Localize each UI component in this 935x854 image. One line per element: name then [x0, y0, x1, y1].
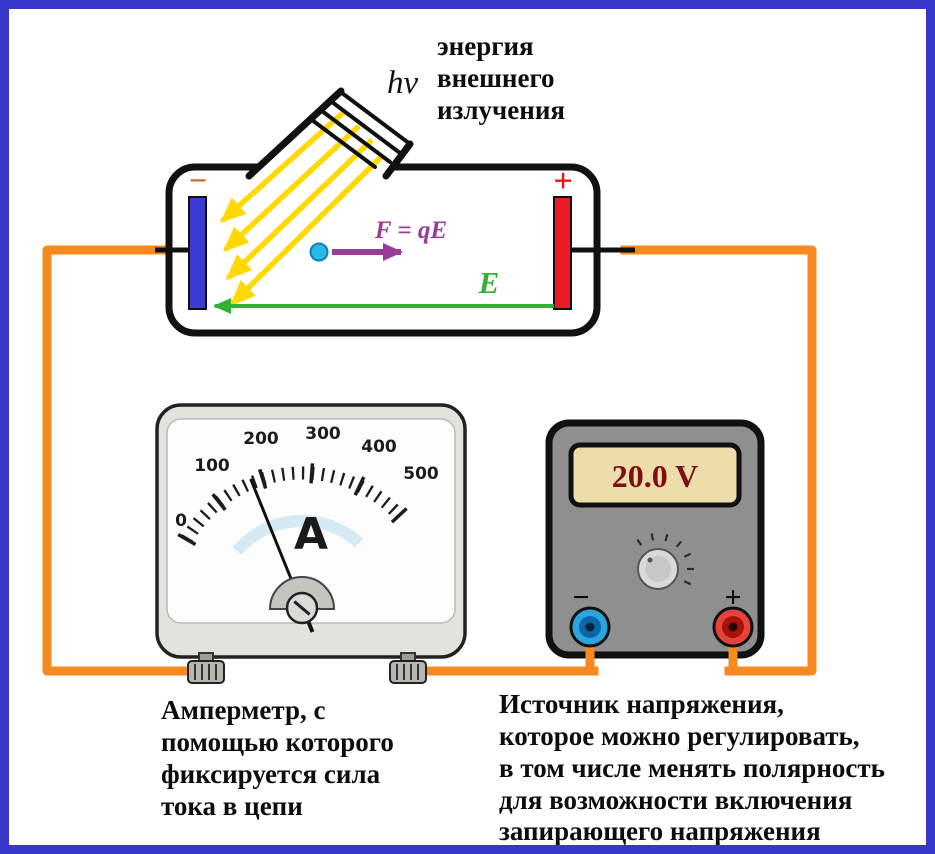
force-label: F = qE [374, 217, 447, 244]
source-terminal-plus [712, 606, 754, 648]
source-knob-inner [645, 556, 671, 582]
chimney-right-edge [382, 140, 414, 180]
chimney-left-edge [245, 87, 345, 180]
voltage-source-caption: Источник напряжения, которое можно регул… [499, 689, 885, 847]
ammeter-scale-major-ticks [177, 463, 408, 547]
ammeter-terminal-right [389, 652, 427, 684]
radiation-arrow [225, 138, 374, 281]
wire-middle [403, 654, 599, 676]
source-display-value: 20.0 V [612, 458, 699, 494]
source-knob-indicator [647, 557, 653, 563]
source-plus-label: + [724, 581, 741, 614]
cathode-sign: − [189, 162, 207, 198]
anode-sign: + [553, 163, 572, 200]
ammeter-scale-label-400: 400 [361, 437, 397, 457]
hv-label: hν [387, 65, 419, 101]
source-terminal-minus [569, 606, 611, 648]
radiation-arrow [222, 123, 361, 253]
chimney-hatch-lines [310, 91, 412, 169]
radiation-arrow [229, 153, 385, 307]
phototube: − + F = qE E [155, 87, 635, 337]
source-display [568, 442, 742, 508]
wire-left [42, 245, 214, 676]
cathode-plate [188, 196, 207, 310]
ammeter: 0 100 200 300 400 500 A [155, 403, 467, 684]
ammeter-scale-label-0: 0 [175, 511, 187, 531]
ammeter-caption: Амперметр, с помощью которого фиксируетс… [161, 695, 394, 821]
ammeter-terminal-left [187, 652, 225, 684]
field-label: E [478, 265, 500, 300]
source-knob-ticks [636, 533, 694, 586]
ammeter-scale-label-500: 500 [403, 464, 439, 484]
anode-plate [553, 196, 572, 310]
electron [309, 242, 329, 262]
ammeter-scale-label-300: 300 [305, 424, 341, 444]
ammeter-unit-label: A [294, 509, 328, 560]
circuit-diagram: − + F = qE E hν 0 100 200 [42, 65, 817, 684]
ammeter-knob-slot [293, 600, 311, 616]
radiation-caption: энергия внешнего излучения [437, 31, 565, 125]
wire-right [620, 245, 817, 676]
ammeter-scale-label-200: 200 [243, 429, 279, 449]
voltage-source: 20.0 V − + [545, 419, 765, 673]
ammeter-scale-label-100: 100 [194, 456, 230, 476]
source-minus-label: − [572, 581, 589, 614]
ammeter-mirror-strip [232, 514, 364, 555]
